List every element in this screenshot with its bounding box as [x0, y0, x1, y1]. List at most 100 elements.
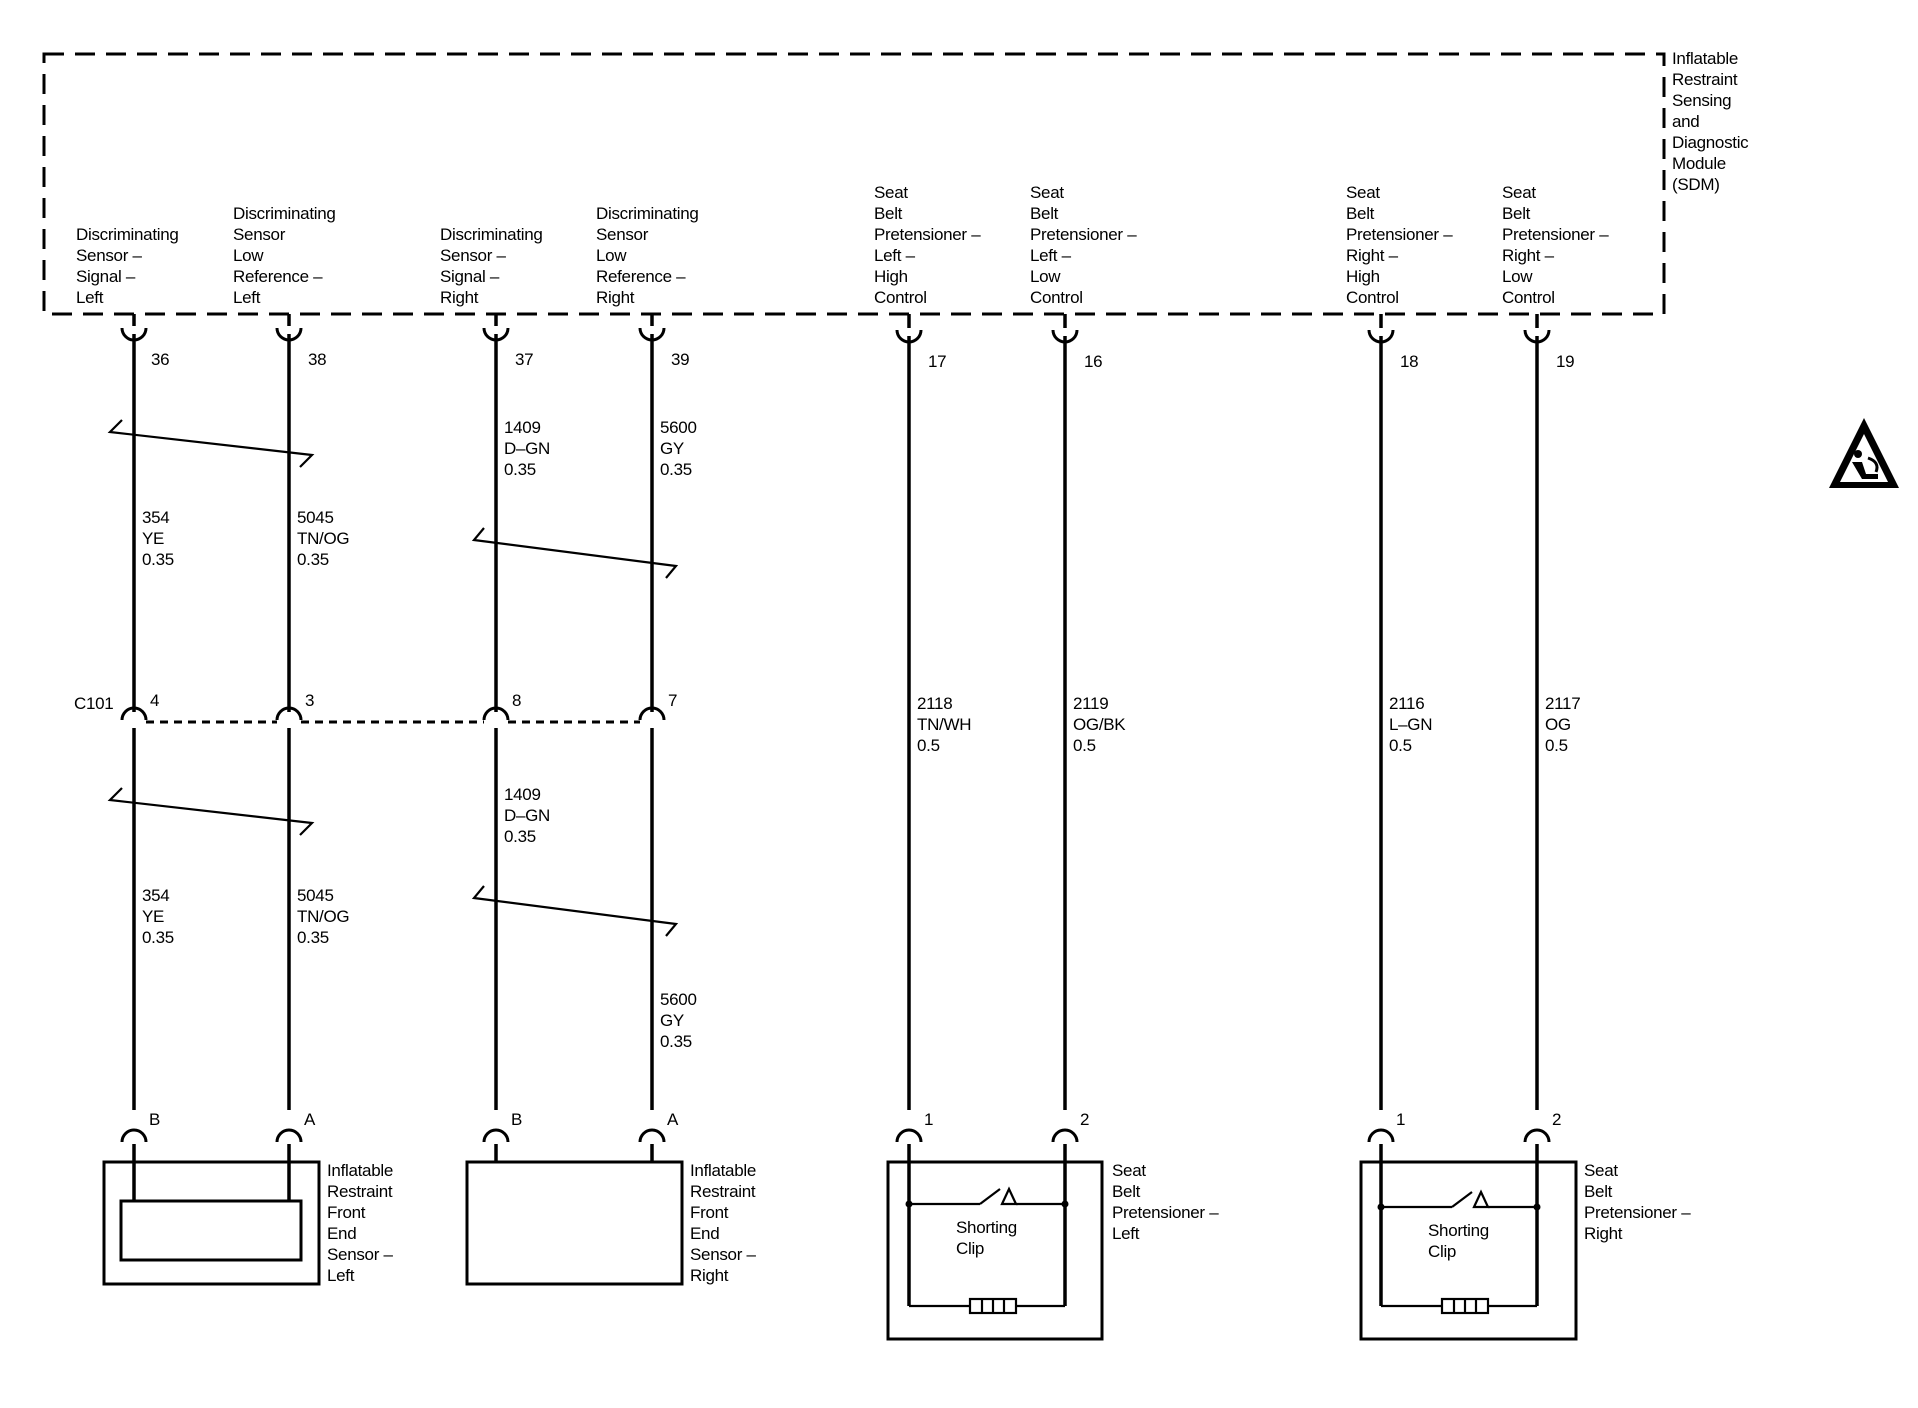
- svg-text:Belt: Belt: [1346, 204, 1375, 223]
- shorting-clip-label: Clip: [956, 1239, 984, 1258]
- shorting-clip-label: Shorting: [1428, 1221, 1489, 1240]
- svg-text:Seat: Seat: [1502, 183, 1536, 202]
- wire-label-1409-upper: 1409 D–GN 0.35: [504, 418, 550, 479]
- svg-text:Discriminating: Discriminating: [233, 204, 336, 223]
- wire-label-5600-upper: 5600 GY 0.35: [660, 418, 697, 479]
- sdm-pin-label-16: Seat Belt Pretensioner – Left – Low Cont…: [1030, 183, 1138, 307]
- svg-text:Sensor: Sensor: [596, 225, 649, 244]
- svg-text:1409: 1409: [504, 785, 541, 804]
- svg-text:Left –: Left –: [1030, 246, 1072, 265]
- svg-text:Discriminating: Discriminating: [440, 225, 543, 244]
- svg-text:Inflatable: Inflatable: [690, 1161, 756, 1180]
- pin-number: 38: [308, 350, 326, 369]
- svg-text:Low: Low: [233, 246, 264, 265]
- wire-runs: [132, 334, 1539, 1110]
- svg-text:Control: Control: [1502, 288, 1555, 307]
- svg-text:Restraint: Restraint: [690, 1182, 756, 1201]
- sdm-name-line: and: [1672, 112, 1699, 131]
- svg-text:Right: Right: [440, 288, 479, 307]
- svg-text:Right –: Right –: [1346, 246, 1399, 265]
- svg-text:1409: 1409: [504, 418, 541, 437]
- svg-text:Right: Right: [690, 1266, 729, 1285]
- sdm-pin-label-39: Discriminating Sensor Low Reference – Ri…: [596, 204, 699, 307]
- sdm-pin-label-18: Seat Belt Pretensioner – Right – High Co…: [1346, 183, 1454, 307]
- pin-number: 2: [1080, 1110, 1089, 1129]
- svg-text:TN/OG: TN/OG: [297, 529, 349, 548]
- front-end-sensor-left: Inflatable Restraint Front End Sensor – …: [102, 1160, 394, 1286]
- svg-text:Seat: Seat: [1346, 183, 1380, 202]
- wire-label-1409-lower: 1409 D–GN 0.35: [504, 785, 550, 846]
- svg-text:0.5: 0.5: [1073, 736, 1096, 755]
- shorting-clip-label: Shorting: [956, 1218, 1017, 1237]
- svg-text:Sensor: Sensor: [233, 225, 286, 244]
- wire-label-354-lower: 354 YE 0.35: [142, 886, 174, 947]
- svg-text:Sensor –: Sensor –: [76, 246, 142, 265]
- wire-label-2118: 2118 TN/WH 0.5: [917, 694, 972, 755]
- airbag-warning-icon: [1829, 418, 1899, 488]
- svg-text:0.35: 0.35: [297, 550, 329, 569]
- pin-number: 2: [1552, 1110, 1561, 1129]
- svg-text:Seat: Seat: [874, 183, 908, 202]
- svg-text:End: End: [327, 1224, 356, 1243]
- pretensioner-left: Shorting Clip Seat Belt Pretensioner – L…: [886, 1160, 1220, 1341]
- svg-text:5045: 5045: [297, 886, 334, 905]
- sdm-name-line: Sensing: [1672, 91, 1731, 110]
- wire-label-5045-lower: 5045 TN/OG 0.35: [297, 886, 350, 947]
- svg-text:Belt: Belt: [1584, 1182, 1613, 1201]
- svg-text:Sensor –: Sensor –: [327, 1245, 393, 1264]
- svg-text:D–GN: D–GN: [504, 806, 550, 825]
- component-connector-pins: B A B A 1 2 1 2: [120, 1110, 1561, 1162]
- svg-text:Inflatable: Inflatable: [327, 1161, 393, 1180]
- wire-label-5045-upper: 5045 TN/OG 0.35: [297, 508, 350, 569]
- sdm-pin-label-37: Discriminating Sensor – Signal – Right: [440, 225, 543, 307]
- svg-text:0.5: 0.5: [917, 736, 940, 755]
- svg-text:Belt: Belt: [1030, 204, 1059, 223]
- svg-text:Control: Control: [874, 288, 927, 307]
- svg-text:Seat: Seat: [1112, 1161, 1146, 1180]
- sdm-module-box: [42, 52, 1666, 316]
- svg-text:Pretensioner –: Pretensioner –: [1030, 225, 1137, 244]
- shorting-clip-label: Clip: [1428, 1242, 1456, 1261]
- svg-text:Signal –: Signal –: [440, 267, 500, 286]
- svg-text:Left: Left: [76, 288, 104, 307]
- svg-text:Discriminating: Discriminating: [76, 225, 179, 244]
- pin-number: 39: [671, 350, 689, 369]
- svg-text:High: High: [874, 267, 908, 286]
- pin-number: 16: [1084, 352, 1102, 371]
- svg-text:Pretensioner –: Pretensioner –: [1502, 225, 1609, 244]
- sdm-name-line: (SDM): [1672, 175, 1720, 194]
- svg-text:Low: Low: [1030, 267, 1061, 286]
- pin-number: 36: [151, 350, 169, 369]
- sdm-connector-pins: 36 38 37 39 17 16 18 19: [120, 314, 1575, 371]
- svg-text:Restraint: Restraint: [327, 1182, 393, 1201]
- wire-label-2117: 2117 OG 0.5: [1545, 694, 1581, 755]
- sdm-module-name: Inflatable Restraint Sensing and Diagnos…: [1672, 49, 1749, 194]
- sdm-pin-label-36: Discriminating Sensor – Signal – Left: [76, 225, 179, 307]
- svg-text:354: 354: [142, 508, 169, 527]
- svg-text:0.5: 0.5: [1545, 736, 1568, 755]
- svg-text:5600: 5600: [660, 990, 697, 1009]
- front-end-sensor-right: Inflatable Restraint Front End Sensor – …: [465, 1160, 757, 1286]
- svg-text:Sensor –: Sensor –: [440, 246, 506, 265]
- connector-name: C101: [74, 694, 113, 713]
- svg-text:Pretensioner –: Pretensioner –: [874, 225, 981, 244]
- wire-label-5600-lower: 5600 GY 0.35: [660, 990, 697, 1051]
- wire-label-354-upper: 354 YE 0.35: [142, 508, 174, 569]
- pin-number: B: [149, 1110, 160, 1129]
- sdm-pin-label-19: Seat Belt Pretensioner – Right – Low Con…: [1502, 183, 1610, 307]
- pin-number: 7: [668, 691, 677, 710]
- svg-text:Right: Right: [1584, 1224, 1623, 1243]
- svg-text:OG: OG: [1545, 715, 1571, 734]
- svg-text:Low: Low: [596, 246, 627, 265]
- pin-number: A: [667, 1110, 679, 1129]
- svg-text:2117: 2117: [1545, 694, 1580, 713]
- svg-text:L–GN: L–GN: [1389, 715, 1432, 734]
- svg-text:Reference –: Reference –: [233, 267, 323, 286]
- svg-text:2116: 2116: [1389, 694, 1424, 713]
- svg-text:2119: 2119: [1073, 694, 1108, 713]
- pretensioner-right: Shorting Clip Seat Belt Pretensioner – R…: [1359, 1160, 1692, 1341]
- svg-text:0.35: 0.35: [504, 827, 536, 846]
- svg-text:Belt: Belt: [1502, 204, 1531, 223]
- svg-text:TN/WH: TN/WH: [917, 715, 971, 734]
